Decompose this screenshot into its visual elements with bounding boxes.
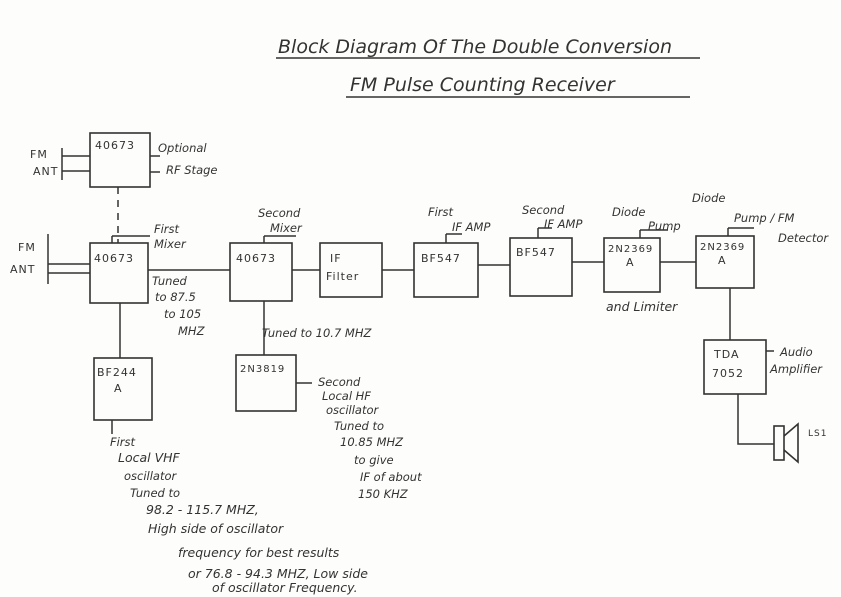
first-mixer-label-2: Mixer [154, 237, 187, 251]
vhf-osc-note-1: First [110, 435, 136, 449]
title-line-1: Block Diagram Of The Double Conversion [278, 36, 672, 58]
vhf-osc-note-7: frequency for best results [178, 545, 340, 560]
hf-osc-note-5: 10.85 MHZ [340, 435, 404, 449]
rf-stage-note-2: RF Stage [166, 163, 218, 177]
second-if-amp-label-1: Second [522, 203, 565, 217]
first-mixer-part: 40673 [94, 252, 134, 265]
speaker-label: LS1 [808, 429, 827, 439]
hf-osc-note-6: to give [354, 453, 394, 467]
if-filter-block: IF Filter [319, 242, 383, 298]
antenna-main-label-1: FM [18, 241, 36, 254]
limiter-label-2: Pump [648, 219, 681, 233]
hf-osc-part: 2N3819 [240, 364, 285, 375]
second-mixer-label-1: Second [258, 206, 301, 220]
audio-amp-label-1: Audio [779, 345, 813, 359]
second-if-amp-label-2: IF AMP [544, 217, 582, 231]
second-mixer-label-2: Mixer [270, 221, 303, 235]
first-mixer-tuned-1: Tuned [152, 274, 188, 288]
limiter-sub: A [626, 256, 635, 269]
second-mixer-tuned: Tuned to 10.7 MHZ [262, 326, 373, 340]
vhf-oscillator-block: BF244 A [93, 357, 153, 421]
audio-amp-part-1: TDA [713, 348, 740, 361]
antenna-main-label-2: ANT [10, 263, 35, 276]
hf-osc-note-1: Second [318, 375, 361, 389]
if-filter-line-1: IF [330, 252, 342, 265]
vhf-osc-note-6: High side of oscillator [148, 521, 284, 536]
hf-osc-note-7: IF of about [360, 470, 422, 484]
first-mixer-block: 40673 [89, 242, 149, 304]
first-if-amp-label-1: First [428, 205, 454, 219]
vhf-osc-note-5: 98.2 - 115.7 MHZ, [146, 502, 259, 517]
vhf-osc-note-3: oscillator [124, 469, 178, 483]
second-mixer-block: 40673 [229, 242, 293, 302]
hf-osc-note-4: Tuned to [334, 419, 384, 433]
first-mixer-tuned-2: to 87.5 [155, 290, 196, 304]
antenna-main: FM ANT [10, 234, 90, 284]
vhf-osc-sub: A [114, 382, 123, 395]
hf-osc-note-3: oscillator [326, 403, 380, 417]
first-mixer-tuned-3: to 105 [164, 307, 201, 321]
rf-stage-block: 40673 [89, 132, 151, 188]
wire-audio-speaker [737, 394, 774, 445]
first-if-amp-label-2: IF AMP [452, 220, 490, 234]
second-if-amp-block: BF547 [509, 237, 573, 297]
limiter-below: and Limiter [606, 299, 678, 314]
audio-amp-part-2: 7052 [712, 367, 744, 380]
if-filter-line-2: Filter [326, 270, 359, 283]
detector-block: 2N2369 A [695, 235, 755, 289]
second-mixer-part: 40673 [236, 252, 276, 265]
limiter-block: 2N2369 A [603, 237, 661, 293]
vhf-osc-part: BF244 [97, 366, 137, 379]
first-if-amp-part: BF547 [421, 252, 461, 265]
antenna-top: FM ANT [30, 148, 90, 180]
vhf-osc-note-8: or 76.8 - 94.3 MHZ, Low side [188, 566, 368, 581]
title-line-2: FM Pulse Counting Receiver [350, 74, 616, 96]
audio-amp-block: TDA 7052 [703, 339, 767, 395]
hf-oscillator-block: 2N3819 [235, 354, 297, 412]
second-if-amp-part: BF547 [516, 246, 556, 259]
detector-label-2: Pump / FM [734, 211, 795, 225]
audio-amp-label-2: Amplifier [769, 362, 823, 376]
rf-stage-note-1: Optional [158, 141, 207, 155]
antenna-top-label-1: FM [30, 148, 48, 161]
detector-sub: A [718, 254, 727, 267]
detector-label-1: Diode [692, 191, 725, 205]
vhf-osc-note-9: of oscillator Frequency. [212, 580, 358, 595]
hf-osc-note-2: Local HF [322, 389, 371, 403]
vhf-osc-note-2: Local VHF [118, 450, 181, 465]
first-if-amp-block: BF547 [413, 242, 479, 298]
vhf-osc-note-4: Tuned to [130, 486, 180, 500]
speaker-symbol [773, 422, 799, 464]
limiter-label-1: Diode [612, 205, 645, 219]
detector-part: 2N2369 [700, 242, 745, 253]
rf-stage-part: 40673 [95, 139, 135, 152]
hf-osc-note-8: 150 KHZ [358, 487, 409, 501]
detector-label-3: Detector [778, 231, 829, 245]
first-mixer-tuned-4: MHZ [178, 324, 206, 338]
first-mixer-label-1: First [154, 222, 180, 236]
antenna-top-label-2: ANT [33, 165, 58, 178]
limiter-part: 2N2369 [608, 244, 653, 255]
